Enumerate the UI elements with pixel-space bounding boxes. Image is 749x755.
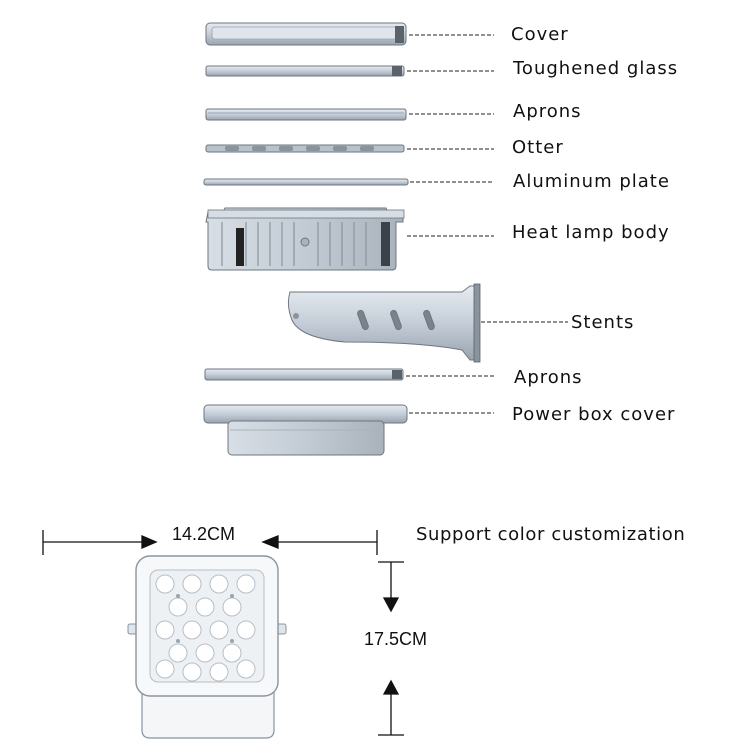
otter-part [205,144,405,153]
label-toughened-glass: Toughened glass [513,58,679,79]
height-dimension-arrows [378,561,404,736]
label-power-box-cover: Power box cover [512,404,676,425]
heat-lamp-body-part [205,207,405,271]
toughened-glass-part [205,65,405,77]
power-box-cover-part [203,404,408,456]
label-aprons: Aprons [513,101,582,122]
aprons-part-2 [204,368,404,381]
aluminum-plate-part [203,178,409,186]
height-dimension-label: 17.5CM [364,629,428,649]
width-dimension-label: 14.2CM [172,524,236,544]
label-aluminum-plate: Aluminum plate [513,171,670,192]
label-stents: Stents [571,312,635,333]
color-customization-note: Support color customization [416,524,686,545]
aprons-part [205,108,407,121]
stents-part [287,283,481,363]
label-otter: Otter [512,137,564,158]
label-cover: Cover [511,24,569,45]
label-aprons-2: Aprons [514,367,583,388]
width-dimension-arrows [42,530,378,555]
label-heat-lamp-body: Heat lamp body [512,222,670,243]
lamp-front-view [127,555,287,739]
cover-part [205,22,407,46]
